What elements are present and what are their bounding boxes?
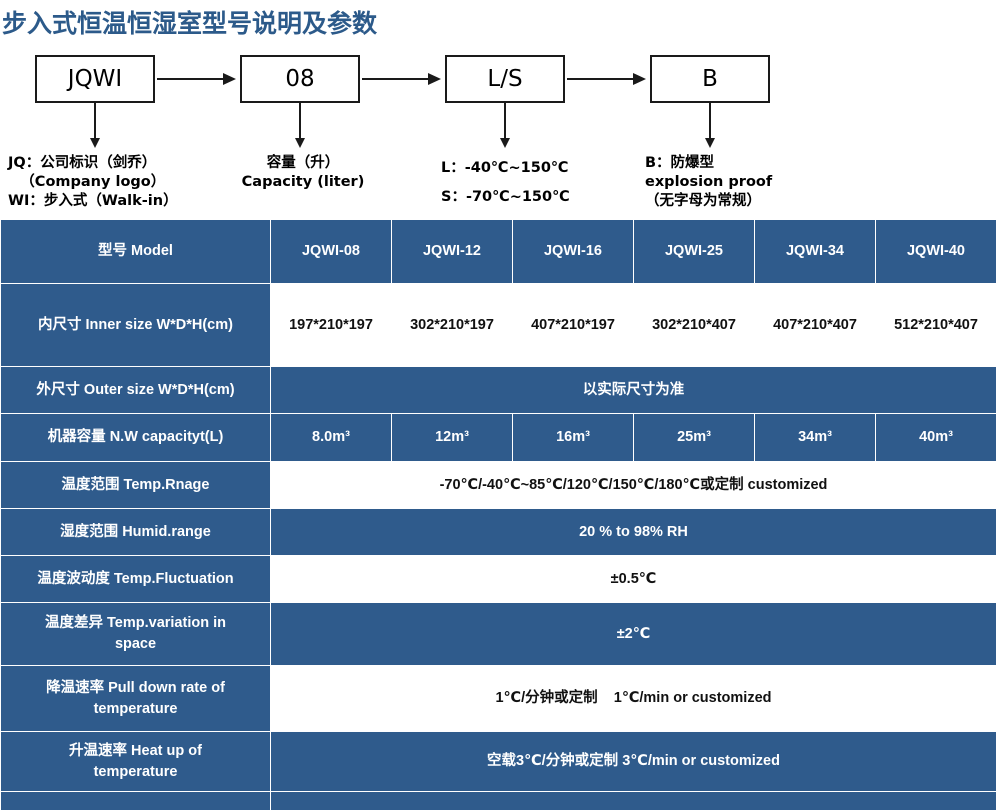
arrow-line-2 [362,78,430,80]
cell-heat-up-rate-value: 空载3℃/分钟或定制 3℃/min or customized [270,731,996,792]
legend-b: B：防爆型 explosion proof （无字母为常规） [645,154,772,211]
row-label-humid-range: 湿度范围 Humid.range [0,508,271,556]
header-model-6: JQWI-40 [875,219,996,284]
drop-head-08 [295,138,305,148]
header-model-5: JQWI-34 [754,219,876,284]
table-header-row: 型号 Model JQWI-08 JQWI-12 JQWI-16 JQWI-25… [0,219,996,284]
cell-temp-fluctuation-value: ±0.5℃ [270,555,996,603]
diagram-node-08: 08 [240,55,360,103]
table-row: 温度差异 Temp.variation in space ±2℃ [0,602,996,666]
row-label-temp-fluctuation: 温度波动度 Temp.Fluctuation [0,555,271,603]
drop-line-jqwi [94,103,96,140]
header-label-model: 型号 Model [0,219,271,284]
legend-ls-line-2: S：-70℃~150℃ [441,189,570,205]
legend-ls: L：-40℃~150℃ S：-70℃~150℃ [441,154,570,212]
legend-jqwi: JQ：公司标识（剑乔） （Company logo） WI：步入式（Walk-i… [8,154,178,211]
cell-inner-size-5: 407*210*407 [754,283,876,367]
legend-08: 容量（升） Capacity (liter) [228,154,378,192]
arrow-head-2 [428,73,441,85]
table-row [0,791,996,810]
diagram-node-ls: L/S [445,55,565,103]
legend-b-line-3: （无字母为常规） [645,193,761,209]
drop-line-b [709,103,711,140]
diagram-node-08-label: 08 [285,66,315,92]
table-row: 外尺寸 Outer size W*D*H(cm) 以实际尺寸为准 [0,366,996,414]
table-row: 温度范围 Temp.Rnage -70℃/-40℃~85℃/120℃/150℃/… [0,461,996,509]
legend-jqwi-line-2: （Company logo） [20,174,166,190]
cell-inner-size-2: 302*210*197 [391,283,513,367]
legend-08-line-2: Capacity (liter) [241,174,365,190]
arrow-head-3 [633,73,646,85]
table-row: 升温速率 Heat up of temperature 空载3℃/分钟或定制 3… [0,731,996,792]
cell-nw-capacity-1: 8.0m³ [270,413,392,462]
header-model-1: JQWI-08 [270,219,392,284]
arrow-line-1 [157,78,225,80]
cell-inner-size-3: 407*210*197 [512,283,634,367]
cell-inner-size-1: 197*210*197 [270,283,392,367]
drop-line-ls [504,103,506,140]
arrow-head-1 [223,73,236,85]
legend-jqwi-line-1: JQ：公司标识（剑乔） [8,155,157,171]
cell-inner-size-6: 512*210*407 [875,283,996,367]
cell-temp-range-value: -70℃/-40℃~85℃/120℃/150℃/180℃或定制 customiz… [270,461,996,509]
model-code-diagram: JQWI 08 L/S B JQ：公司标识（剑乔） （Company lo [0,50,996,218]
cell-nw-capacity-6: 40m³ [875,413,996,462]
cell-pull-down-rate-value: 1℃/分钟或定制 1℃/min or customized [270,665,996,732]
table-row: 温度波动度 Temp.Fluctuation ±0.5℃ [0,555,996,603]
diagram-node-jqwi-label: JQWI [67,66,123,92]
header-model-4: JQWI-25 [633,219,755,284]
arrow-line-3 [567,78,635,80]
table-row: 机器容量 N.W capacityt(L) 8.0m³ 12m³ 16m³ 25… [0,413,996,462]
cell-nw-capacity-2: 12m³ [391,413,513,462]
cell-cut-off-value [270,791,996,810]
drop-head-b [705,138,715,148]
page-title: 步入式恒温恒湿室型号说明及参数 [2,10,378,38]
spec-table: 型号 Model JQWI-08 JQWI-12 JQWI-16 JQWI-25… [0,219,996,810]
row-label-temp-variation: 温度差异 Temp.variation in space [0,602,271,666]
header-model-2: JQWI-12 [391,219,513,284]
diagram-node-b-label: B [702,66,718,92]
cell-nw-capacity-3: 16m³ [512,413,634,462]
drop-head-jqwi [90,138,100,148]
diagram-node-b: B [650,55,770,103]
table-row: 湿度范围 Humid.range 20 % to 98% RH [0,508,996,556]
drop-head-ls [500,138,510,148]
row-label-pull-down-rate: 降温速率 Pull down rate of temperature [0,665,271,732]
row-label-inner-size: 内尺寸 Inner size W*D*H(cm) [0,283,271,367]
cell-humid-range-value: 20 % to 98% RH [270,508,996,556]
cell-outer-size-value: 以实际尺寸为准 [270,366,996,414]
drop-line-08 [299,103,301,140]
row-label-heat-up-rate: 升温速率 Heat up of temperature [0,731,271,792]
cell-temp-variation-value: ±2℃ [270,602,996,666]
cell-inner-size-4: 302*210*407 [633,283,755,367]
row-label-temp-range: 温度范围 Temp.Rnage [0,461,271,509]
diagram-node-jqwi: JQWI [35,55,155,103]
legend-ls-line-1: L：-40℃~150℃ [441,160,569,176]
row-label-nw-capacity: 机器容量 N.W capacityt(L) [0,413,271,462]
diagram-node-ls-label: L/S [487,66,523,92]
legend-b-line-1: B：防爆型 [645,155,715,171]
row-label-cut-off [0,791,271,810]
table-row: 降温速率 Pull down rate of temperature 1℃/分钟… [0,665,996,732]
header-model-3: JQWI-16 [512,219,634,284]
row-label-outer-size: 外尺寸 Outer size W*D*H(cm) [0,366,271,414]
cell-nw-capacity-4: 25m³ [633,413,755,462]
legend-jqwi-line-3: WI：步入式（Walk-in） [8,193,178,209]
legend-b-line-2: explosion proof [645,174,773,190]
spec-table-body: 型号 Model JQWI-08 JQWI-12 JQWI-16 JQWI-25… [0,219,996,810]
legend-08-line-1: 容量（升） [266,155,340,171]
cell-nw-capacity-5: 34m³ [754,413,876,462]
table-row: 内尺寸 Inner size W*D*H(cm) 197*210*197 302… [0,283,996,367]
